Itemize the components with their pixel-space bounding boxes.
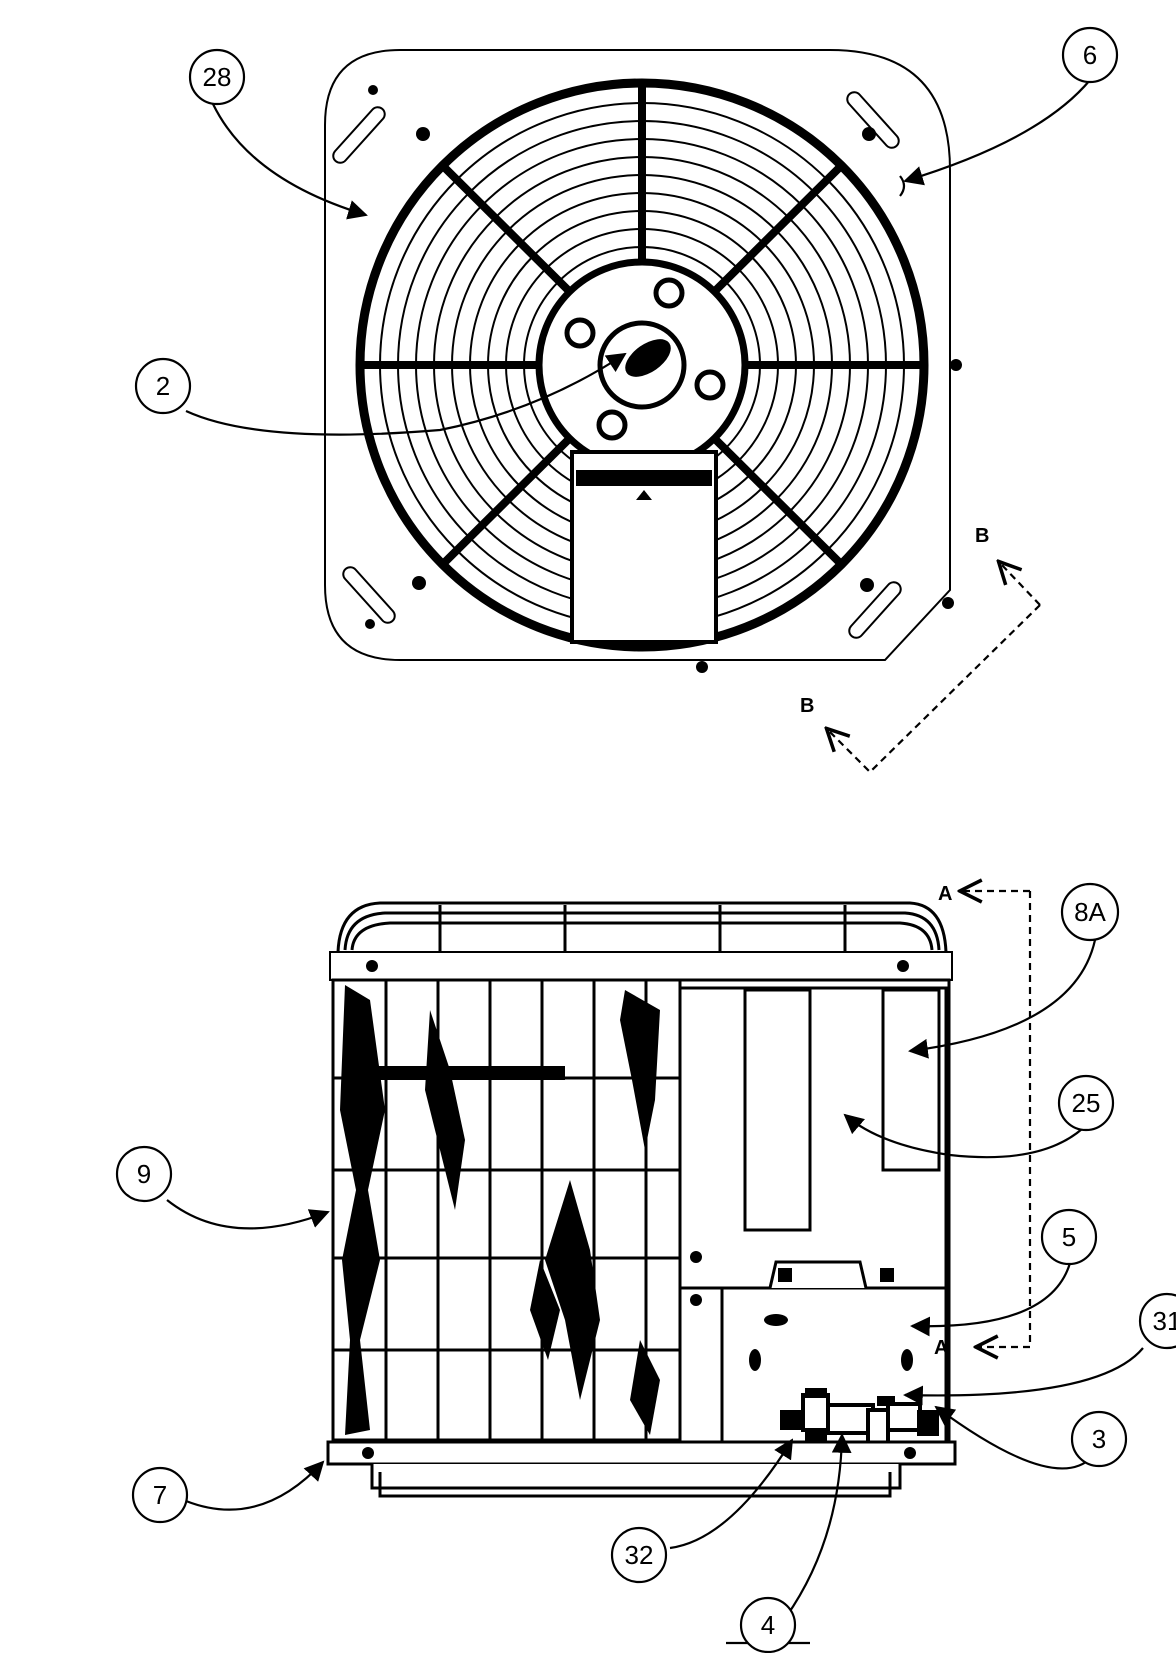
- callout-6[interactable]: 6: [1061, 26, 1119, 84]
- svg-text:4: 4: [761, 1610, 775, 1640]
- corner-slots: [332, 91, 902, 639]
- svg-text:6: 6: [1083, 40, 1097, 70]
- top-view-fan-assembly: [324, 49, 962, 673]
- top-grille-profile: [336, 901, 948, 953]
- svg-text:2: 2: [156, 371, 170, 401]
- svg-text:28: 28: [203, 62, 232, 92]
- svg-text:5: 5: [1062, 1222, 1076, 1252]
- callout-32[interactable]: 32: [610, 1526, 668, 1584]
- callout-3[interactable]: 3: [1070, 1410, 1128, 1468]
- callout-31[interactable]: 31: [1138, 1292, 1176, 1350]
- callout-28[interactable]: 28: [188, 48, 246, 106]
- service-valves: [780, 1388, 939, 1462]
- svg-text:8A: 8A: [1074, 897, 1106, 927]
- fan-label-plate: [570, 450, 718, 644]
- side-view-unit: [326, 901, 957, 1498]
- cover-bolts: [365, 85, 962, 673]
- svg-text:25: 25: [1072, 1088, 1101, 1118]
- section-label-a-lower: A: [934, 1337, 948, 1359]
- coil-fin-shading: [340, 985, 660, 1435]
- callout-8a[interactable]: 8A: [1060, 882, 1120, 942]
- section-label-a-upper: A: [938, 883, 952, 905]
- access-panel: [678, 986, 948, 1290]
- top-rail: [329, 951, 953, 981]
- section-line-a: [962, 891, 1032, 1347]
- callout-5[interactable]: 5: [1040, 1208, 1098, 1266]
- base-pan: [326, 1440, 957, 1498]
- callout-9[interactable]: 9: [115, 1145, 173, 1203]
- fan-grille: [355, 78, 929, 652]
- callout-2[interactable]: 2: [134, 357, 192, 415]
- svg-text:3: 3: [1092, 1424, 1106, 1454]
- svg-text:32: 32: [625, 1540, 654, 1570]
- section-line-b: [828, 563, 1041, 774]
- svg-text:7: 7: [153, 1480, 167, 1510]
- section-label-b-lower: B: [800, 695, 814, 717]
- svg-text:9: 9: [137, 1159, 151, 1189]
- callout-25[interactable]: 25: [1057, 1074, 1115, 1132]
- section-label-b-upper: B: [975, 525, 989, 547]
- callout-7[interactable]: 7: [131, 1466, 189, 1524]
- svg-text:31: 31: [1153, 1306, 1176, 1336]
- callout-4[interactable]: 4: [739, 1596, 797, 1653]
- leader-lines: [166, 79, 1144, 1645]
- top-cover-outline: [324, 49, 951, 661]
